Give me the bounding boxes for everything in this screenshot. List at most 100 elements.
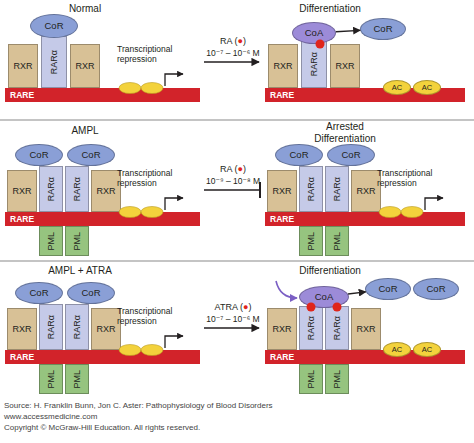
acetyl-oval: AC — [413, 342, 441, 357]
annotation-text: 10⁻⁷ – 10⁻⁶ M — [194, 48, 272, 58]
node-label: CoR — [373, 24, 392, 34]
node-label: RXR — [272, 325, 291, 334]
node-label: RARα — [333, 177, 342, 201]
node-label: CoR — [81, 150, 100, 160]
rxr-receptor-box: RXR — [267, 308, 297, 350]
pml-fusion-box: PML — [325, 364, 349, 394]
node-label: RXR — [96, 325, 115, 334]
node-label: RXR — [13, 62, 32, 71]
node-label: AC — [422, 346, 432, 354]
panel-separator — [0, 260, 474, 261]
node-label: RARα — [50, 50, 59, 74]
transition-arrow — [204, 327, 259, 328]
corepressor-oval: CoR — [67, 282, 115, 304]
node-label: PML — [73, 370, 82, 389]
promoter-arrow — [165, 198, 183, 210]
rxr-receptor-box: RXR — [8, 44, 38, 88]
node-label: RARα — [310, 52, 319, 76]
transition-arrow — [204, 61, 259, 62]
pml-fusion-box: PML — [65, 226, 89, 256]
node-label: PML — [47, 370, 56, 389]
corepressor-oval: CoR — [67, 144, 115, 166]
rxr-receptor-box: RXR — [7, 308, 37, 350]
annotation-text: Transcriptional repression — [117, 44, 189, 64]
annotation-text: ATRA (●) — [200, 302, 266, 313]
rxr-receptor-box: RXR — [268, 44, 298, 88]
node-label: RXR — [273, 62, 292, 71]
node-label: CoR — [81, 288, 100, 298]
node-label: CoR — [378, 284, 397, 294]
pml-fusion-box: PML — [325, 226, 349, 256]
node-label: AC — [392, 84, 402, 92]
node-label: CoR — [44, 21, 63, 31]
release-arrow — [336, 30, 360, 31]
node-label: AC — [422, 84, 432, 92]
node-label: CoA — [305, 28, 323, 38]
corepressor-oval: CoR — [15, 144, 63, 166]
node-label: RXR — [356, 325, 375, 334]
rxr-receptor-box: RXR — [330, 44, 360, 88]
node-label: RXR — [12, 325, 31, 334]
ligand-dot: ● — [243, 302, 248, 312]
rar-receptor-box: RARα — [65, 166, 89, 212]
source-note: Source: H. Franklin Bunn, Jon C. Aster: … — [4, 401, 474, 411]
pml-fusion-box: PML — [299, 226, 323, 256]
node-label: RARE — [10, 91, 34, 100]
node-label: RARα — [47, 177, 56, 201]
node-label: RARα — [307, 316, 316, 340]
recruit-arrow — [276, 281, 297, 298]
rxr-receptor-box: RXR — [351, 308, 381, 350]
rxr-receptor-box: RXR — [7, 170, 37, 212]
node-label: CoA — [315, 292, 333, 302]
panel-separator — [0, 119, 474, 120]
panel-heading: Differentiation — [280, 3, 380, 15]
node-label: PML — [333, 232, 342, 251]
rar-receptor-box: RARα — [39, 166, 63, 212]
panel-heading: AMPL + ATRA — [30, 265, 130, 277]
release-arrow — [348, 292, 366, 294]
rar-receptor-box: RARα — [65, 304, 89, 350]
node-label: RARα — [73, 177, 82, 201]
panel-heading: Differentiation — [280, 265, 380, 277]
corepressor-oval: CoR — [30, 14, 78, 38]
pml-fusion-box: PML — [299, 364, 323, 394]
source-note: Copyright © McGraw-Hill Education. All r… — [4, 423, 474, 433]
acetyl-oval: AC — [383, 342, 411, 357]
corepressor-oval: CoR — [327, 144, 375, 166]
rxr-receptor-box: RXR — [70, 44, 100, 88]
annotation-text: Transcriptional repression — [117, 168, 189, 188]
annotation-text: RA (●) — [200, 164, 266, 175]
corepressor-oval: CoR — [365, 278, 411, 300]
panel-heading: Arrested Differentiation — [300, 121, 390, 145]
source-note: www.accessmedicine.com — [4, 412, 474, 422]
node-label: RARE — [270, 215, 294, 224]
node-label: CoR — [426, 284, 445, 294]
node-label: CoR — [29, 150, 48, 160]
node-label: CoR — [341, 150, 360, 160]
rar-receptor-box: RARα — [39, 304, 63, 350]
node-label: CoR — [289, 150, 308, 160]
rxr-receptor-box: RXR — [351, 170, 381, 212]
rar-receptor-box: RARα — [299, 306, 323, 350]
promoter-arrow — [165, 74, 183, 86]
ligand-dot: ● — [238, 164, 243, 174]
annotation-text: Transcriptional repression — [117, 306, 189, 326]
rar-receptor-box: RARα — [325, 306, 349, 350]
node-label: RXR — [272, 187, 291, 196]
pml-fusion-box: PML — [39, 364, 63, 394]
rar-receptor-box: RARα — [41, 36, 67, 88]
node-label: RARα — [333, 316, 342, 340]
node-label: RARα — [47, 315, 56, 339]
node-label: RARE — [270, 353, 294, 362]
promoter-arrow — [165, 336, 183, 348]
corepressor-oval: CoR — [275, 144, 323, 166]
acetyl-oval: AC — [383, 80, 411, 95]
corepressor-oval: CoR — [413, 278, 459, 300]
acetyl-oval: AC — [413, 80, 441, 95]
panel-heading: Normal — [50, 3, 120, 15]
node-label: PML — [47, 232, 56, 251]
node-label: RARE — [270, 91, 294, 100]
node-label: PML — [73, 232, 82, 251]
node-label: RARE — [10, 215, 34, 224]
rare-dna-band: RARE — [265, 212, 465, 226]
